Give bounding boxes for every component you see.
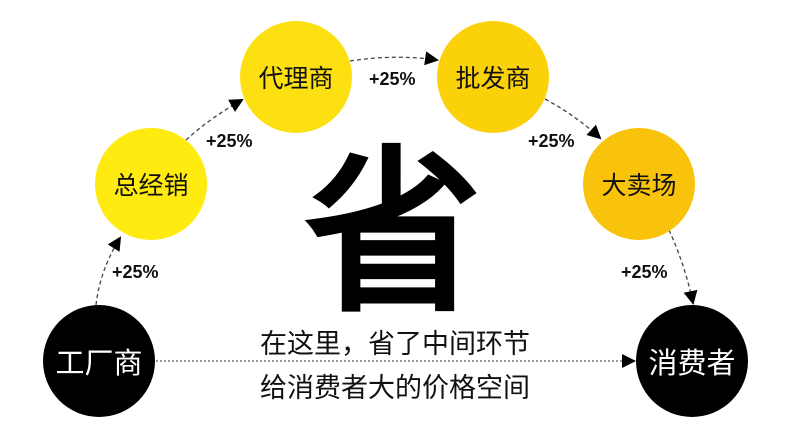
arrow-factory-to-distributor [95, 236, 122, 306]
slogan-line-2: 给消费者大的价格空间 [260, 373, 530, 404]
node-wholesaler-label: 批发商 [455, 64, 531, 93]
node-factory: 工厂商 [43, 305, 155, 417]
node-agent: 代理商 [240, 21, 352, 133]
save-title-char: 省 [304, 130, 482, 337]
markup-label-hypermarket-consumer: +25% [621, 262, 668, 282]
node-distributor-label: 总经销 [113, 171, 189, 200]
markup-label-factory-distributor: +25% [112, 262, 159, 282]
node-agent-label: 代理商 [258, 64, 334, 93]
markup-label-wholesaler-hypermarket: +25% [528, 131, 575, 151]
node-consumer-label: 消费者 [648, 346, 736, 380]
node-factory-label: 工厂商 [55, 346, 143, 380]
node-hypermarket: 大卖场 [583, 128, 695, 240]
arrow-agent-to-wholesaler [349, 51, 439, 66]
markup-label-distributor-agent: +25% [206, 131, 253, 151]
node-wholesaler: 批发商 [437, 21, 549, 133]
slogan-line-1: 在这里，省了中间环节 [260, 329, 530, 360]
node-hypermarket-label: 大卖场 [601, 171, 677, 200]
arrow-hypermarket-to-consumer [668, 229, 698, 305]
node-distributor: 总经销 [95, 128, 207, 240]
markup-label-agent-wholesaler: +25% [369, 69, 416, 89]
node-consumer: 消费者 [636, 305, 748, 417]
